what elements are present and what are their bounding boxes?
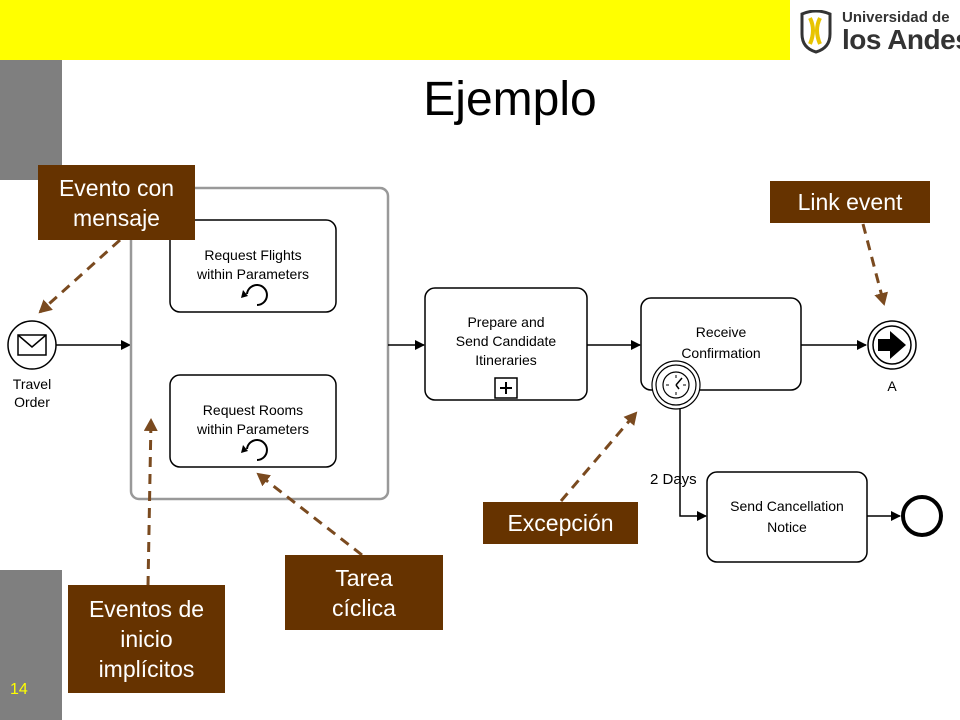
arrow-right-icon [878, 331, 906, 359]
sidebar-bottom-block [0, 570, 62, 720]
callout-arrow [38, 238, 122, 314]
task-request-flights-label: Request Flights [204, 247, 301, 263]
subprocess-prepare-label: Itineraries [475, 352, 536, 368]
task-receive-label: Receive [696, 324, 747, 340]
start-event-label: Travel [13, 376, 51, 392]
subprocess-prepare-label: Send Candidate [456, 333, 557, 349]
callout-text: cíclica [332, 594, 396, 621]
link-event-label: A [887, 378, 897, 394]
callout-loop-task: Tarea cíclica [285, 555, 443, 630]
callout-text: Evento con [58, 174, 175, 201]
callout-text: Excepción [507, 510, 614, 536]
subprocess-prepare-itineraries [424, 287, 588, 401]
end-event [901, 495, 943, 537]
callout-text: implícitos [98, 656, 195, 682]
task-cancel-label: Send Cancellation [730, 498, 844, 514]
callout-text: Eventos de [88, 596, 205, 622]
envelope-icon [17, 334, 47, 356]
task-receive-label: Confirmation [681, 345, 760, 361]
task-cancel-label: Notice [767, 519, 807, 535]
callout-text: inicio [120, 626, 173, 652]
callout-text: mensaje [73, 204, 160, 231]
clock-icon [662, 371, 690, 399]
task-request-rooms [169, 374, 337, 468]
callout-arrow [256, 472, 363, 557]
callout-exception: Excepción [483, 502, 638, 544]
subprocess-prepare-label: Prepare and [467, 314, 544, 330]
timer-label: 2 Days [650, 471, 697, 488]
callout-link-event: Link event [770, 181, 930, 223]
sidebar-top-block [0, 60, 62, 180]
logo-text-line1: Universidad de [842, 9, 950, 26]
callout-arrow [143, 418, 158, 587]
task-request-flights-label: within Parameters [196, 266, 309, 282]
callout-implicit-start: Eventos de inicio implícitos [68, 585, 225, 693]
page-number: 14 [10, 681, 28, 698]
callout-arrow [559, 411, 638, 502]
logo-text-line2: los Andes [842, 24, 960, 55]
task-request-rooms-label: Request Rooms [203, 402, 303, 418]
task-request-flights [169, 219, 337, 313]
loop-icon [241, 284, 268, 306]
loop-icon [241, 439, 268, 461]
callout-text: Tarea [335, 564, 393, 591]
expand-subprocess-icon [494, 377, 518, 399]
university-shield-icon [800, 10, 832, 54]
callout-text: Link event [797, 189, 903, 215]
callout-message-event: Evento con mensaje [38, 165, 195, 240]
exception-flow [679, 409, 707, 521]
slide-title: Ejemplo [423, 73, 597, 126]
header-bar [0, 0, 790, 60]
start-event-label: Order [14, 394, 50, 410]
task-send-cancellation [706, 471, 868, 563]
task-request-rooms-label: within Parameters [196, 421, 309, 437]
callout-arrow [861, 223, 888, 306]
